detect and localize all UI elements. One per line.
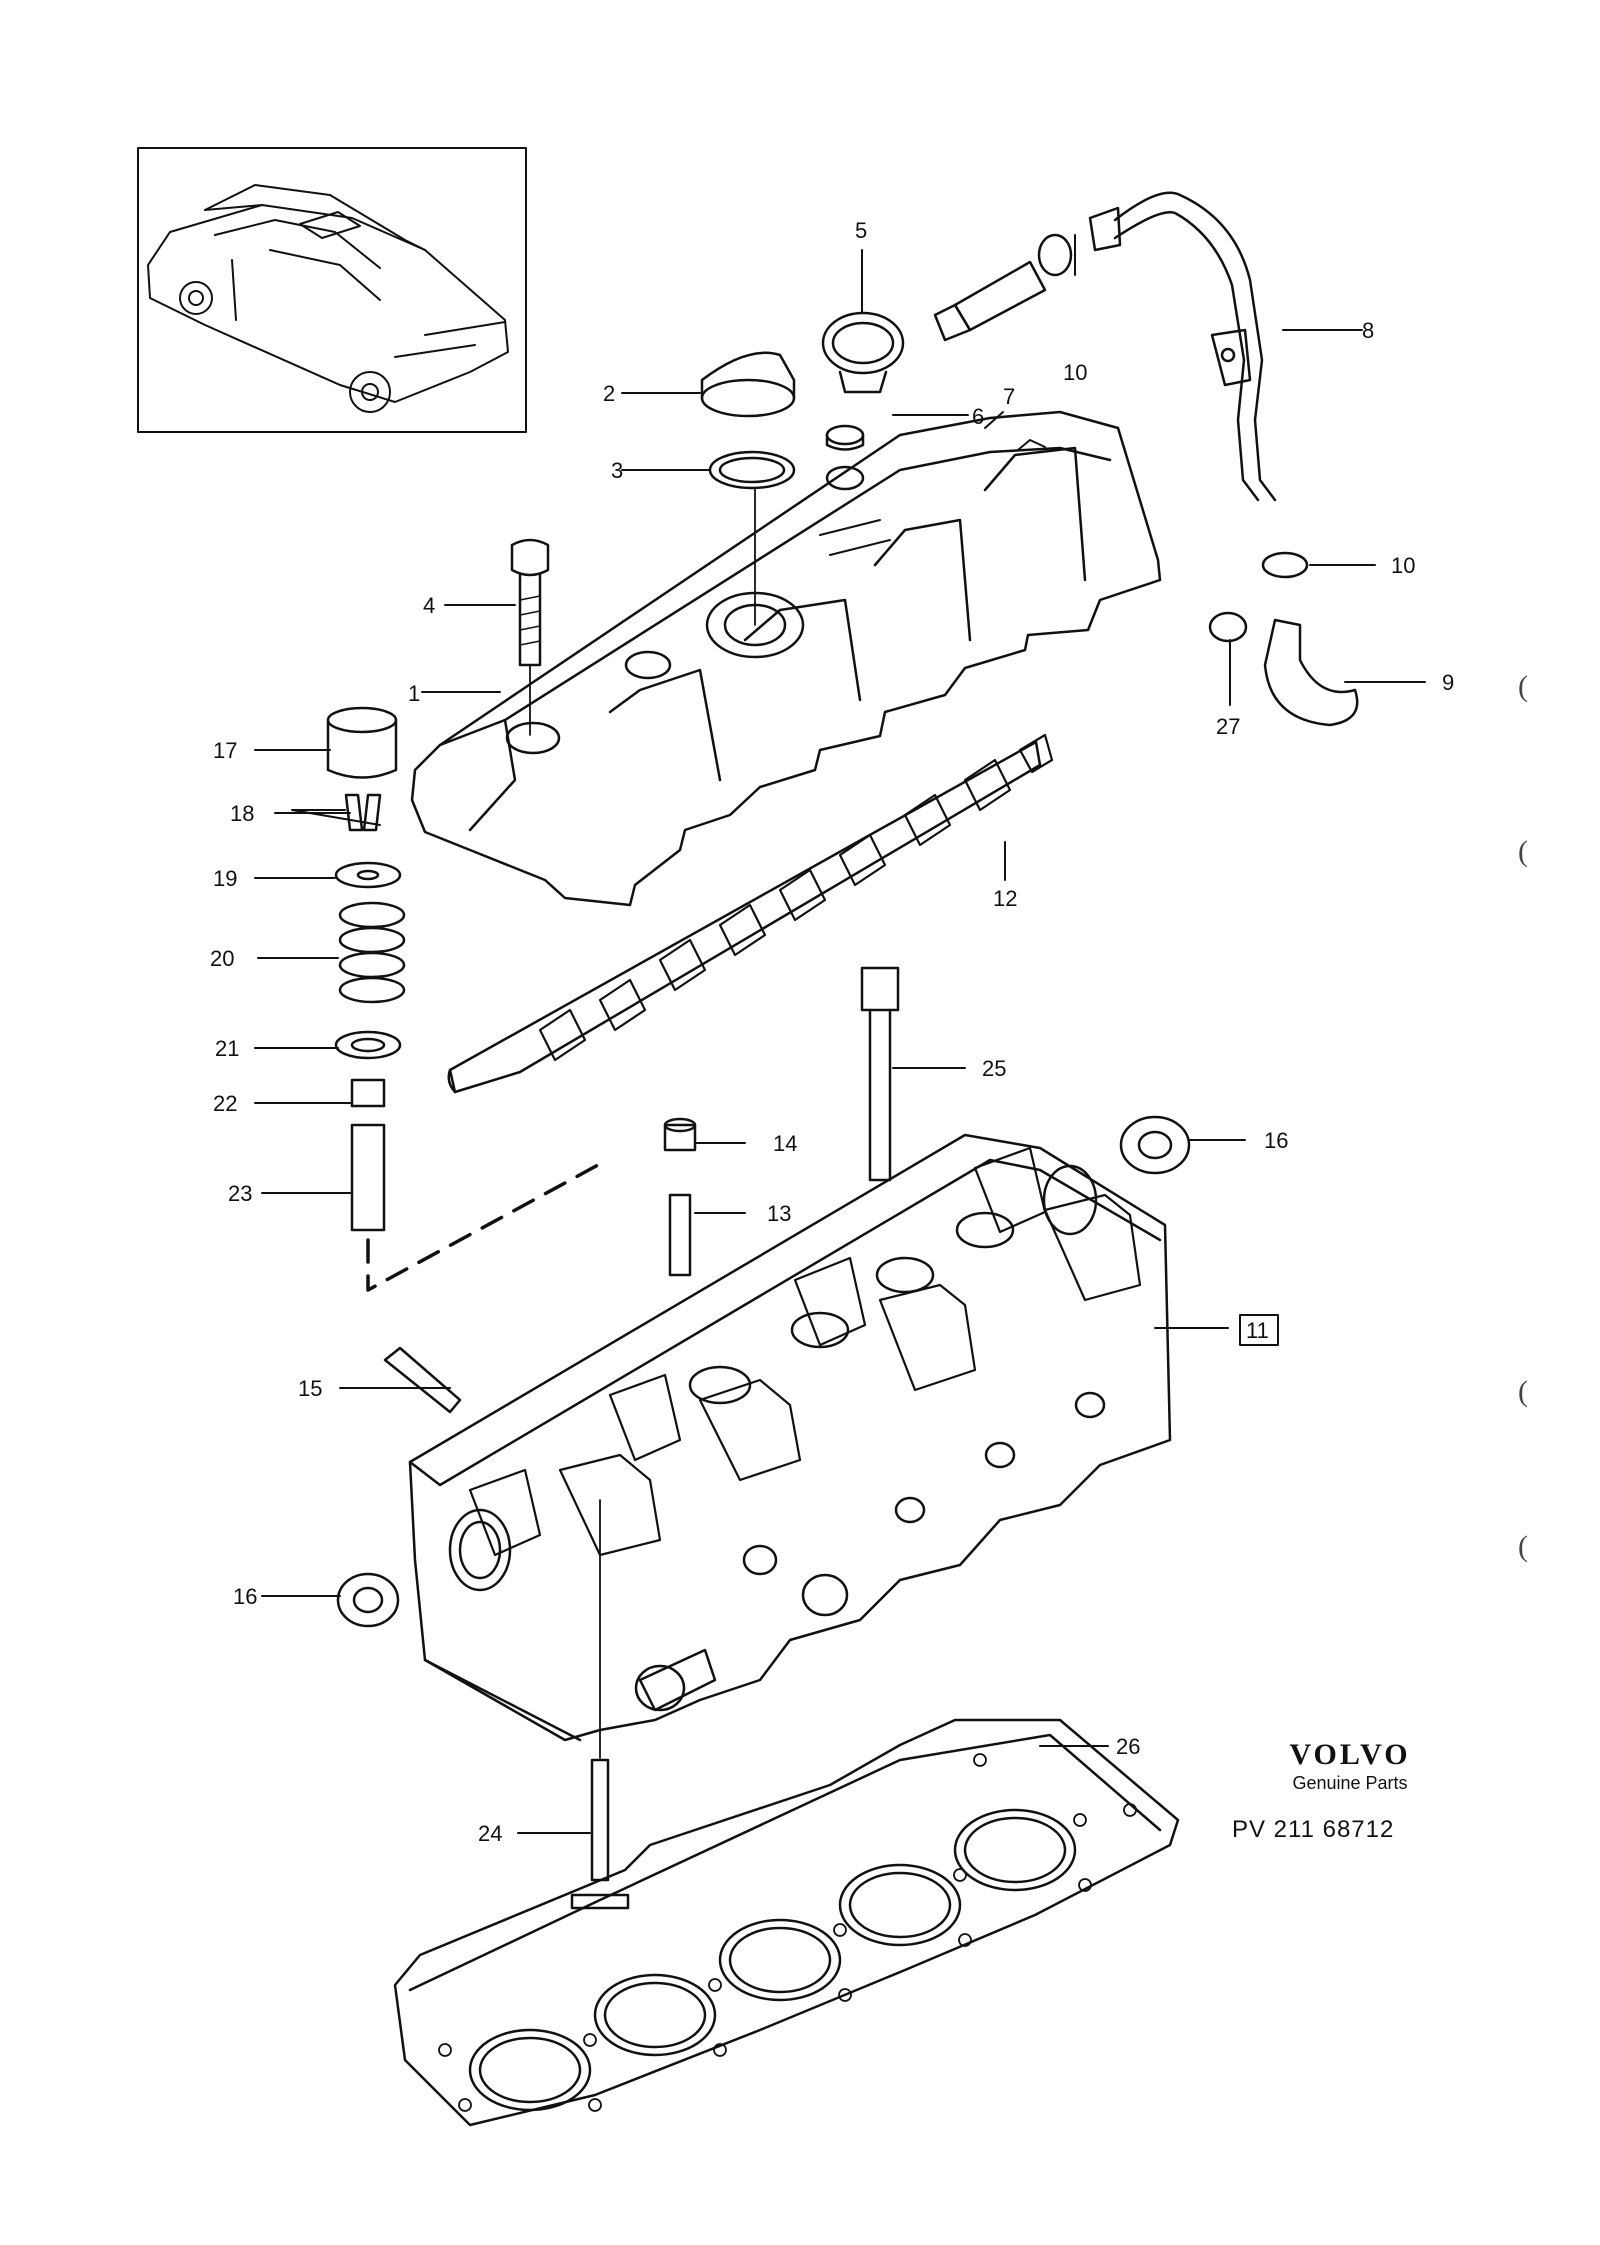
edge-mark: ( [1518, 1375, 1528, 1408]
hose-clamp [1037, 233, 1309, 643]
head-gasket [393, 1718, 1180, 2127]
callout-14: 14 [773, 1131, 797, 1156]
callout-22: 22 [213, 1091, 237, 1116]
valve [570, 1758, 630, 1910]
brand-subtitle: Genuine Parts [1292, 1772, 1408, 1793]
callout-21: 21 [215, 1036, 239, 1061]
stud [383, 1193, 692, 1414]
callout-12: 12 [993, 886, 1017, 911]
nut [663, 1117, 697, 1152]
valve-spring-seat [334, 1030, 402, 1060]
callout-9: 9 [1442, 670, 1454, 695]
callout-10-lower: 10 [1391, 553, 1415, 578]
camshaft [447, 733, 1054, 1094]
vehicle-inset [137, 147, 527, 433]
callout-labels: 1 2 3 4 5 6 7 8 9 10 10 12 13 14 15 16 1… [210, 218, 1454, 1846]
callout-19: 19 [213, 866, 237, 891]
car-illustration [147, 184, 509, 413]
filler-cap-seal [708, 450, 796, 490]
hose-bracket [1210, 328, 1252, 387]
callout-2: 2 [603, 381, 615, 406]
hose-elbow [1263, 618, 1359, 727]
oil-filler-cap [700, 351, 796, 418]
cylinder-head [408, 1133, 1172, 1742]
valve-spring [338, 901, 406, 1004]
callout-3: 3 [611, 458, 623, 483]
oil-filler-bolt [510, 538, 550, 667]
callout-17: 17 [213, 738, 237, 763]
callout-5: 5 [855, 218, 867, 243]
callout-11: 11 [1246, 1318, 1269, 1343]
callout-13: 13 [767, 1201, 791, 1226]
camshaft-seal [336, 1115, 1191, 1628]
volvo-logo: VOLVO [1289, 1738, 1411, 1771]
callout-11-boxed: 11 [1239, 1314, 1279, 1346]
leader-lines [254, 234, 1426, 1834]
diagram-code: PV 211 68712 [1232, 1816, 1395, 1843]
edge-mark: ( [1518, 835, 1528, 868]
tappet [326, 706, 398, 779]
callout-18: 18 [230, 801, 254, 826]
callout-4: 4 [423, 593, 435, 618]
valve-cover [410, 410, 1162, 907]
callout-16-lower: 16 [233, 1584, 257, 1609]
valve-guide [350, 1123, 386, 1232]
volvo-brand-block: VOLVO Genuine Parts [1240, 1738, 1460, 1793]
callout-25: 25 [982, 1056, 1006, 1081]
breather-hose [933, 191, 1277, 502]
callout-7: 7 [1003, 384, 1015, 409]
pcv-valve [821, 311, 905, 394]
callout-6: 6 [972, 404, 984, 429]
callout-26: 26 [1116, 1734, 1140, 1759]
callout-1: 1 [408, 681, 420, 706]
callout-15: 15 [298, 1376, 322, 1401]
valve-stem-seal [350, 1078, 386, 1108]
edge-mark: ( [1518, 1530, 1528, 1563]
callout-8: 8 [1362, 318, 1374, 343]
callout-10-upper: 10 [1063, 360, 1087, 385]
head-bolt [860, 966, 900, 1182]
edge-mark: ( [1518, 670, 1528, 703]
callout-16-upper: 16 [1264, 1128, 1288, 1153]
valve-collet [344, 793, 382, 832]
grommet [825, 424, 865, 451]
assembly-line [529, 487, 756, 1759]
leader-arrow-pair [291, 809, 381, 826]
callout-23: 23 [228, 1181, 252, 1206]
callout-20: 20 [210, 946, 234, 971]
callout-24: 24 [478, 1821, 502, 1846]
assembly-line-dashed [366, 1163, 600, 1292]
callout-27: 27 [1216, 714, 1240, 739]
valve-spring-retainer [334, 861, 402, 889]
